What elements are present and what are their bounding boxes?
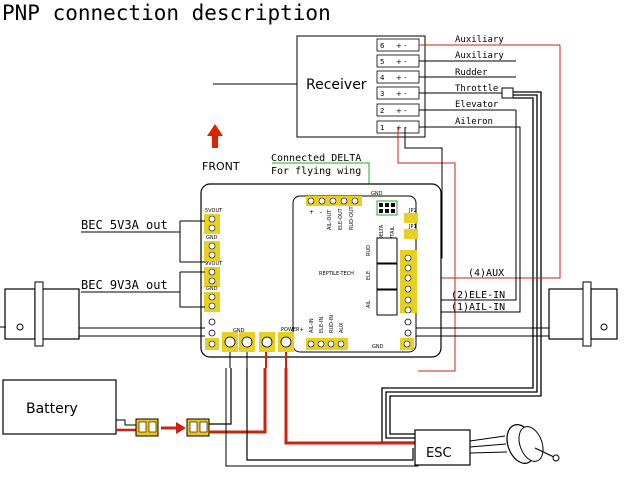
svg-text:JP1: JP1: [408, 224, 417, 230]
input-label-ele: (2)ELE-IN: [451, 290, 505, 301]
svg-text:GND: GND: [206, 286, 218, 292]
svg-text:2: 2: [380, 107, 384, 115]
svg-text:+ -: + -: [396, 74, 407, 82]
svg-text:+ -: + -: [396, 107, 407, 115]
board-connector-icon: [186, 418, 210, 437]
battery-connector-icon: [135, 418, 159, 437]
right-input-pads: GND: [372, 250, 417, 350]
label-aileron: Aileron: [455, 117, 493, 127]
esc-label: ESC: [426, 446, 452, 461]
svg-text:RUD-OUT: RUD-OUT: [349, 205, 355, 230]
reptile-tech-label: REPTILE-TECH: [319, 271, 354, 277]
svg-text:5VOUT: 5VOUT: [205, 208, 223, 214]
svg-text:AIL-OUT: AIL-OUT: [327, 209, 333, 230]
input-label-ail: (1)AIL-IN: [451, 302, 505, 313]
svg-text:9VOUT: 9VOUT: [205, 261, 223, 267]
receiver-channel-6: 6 + -: [376, 38, 420, 52]
svg-text:+ -: + -: [396, 42, 407, 50]
bec-9v-label: BEC 9V3A out: [81, 278, 168, 292]
svg-text:AUX: AUX: [339, 322, 345, 333]
receiver-channel-4: 4 + -: [376, 70, 420, 84]
receiver-channel-5: 5 + -: [376, 54, 420, 68]
svg-text:JP2: JP2: [408, 208, 417, 214]
svg-text:4: 4: [380, 74, 385, 82]
power-pads: GND POWER+: [222, 327, 304, 352]
gyro-ail: AIL: [366, 289, 398, 316]
bec-5v-label: BEC 5V3A out: [81, 218, 168, 232]
battery: Battery: [2, 379, 117, 435]
receiver-channel-3: 3 + -: [376, 86, 420, 100]
throttle-plug: [501, 87, 514, 99]
label-auxiliary-6: Auxiliary: [455, 35, 504, 45]
gyro-rud: RUD: [366, 237, 398, 264]
left-pads: 5VOUT GND 9VOUT GND: [204, 208, 223, 350]
left-servo-icon: [0, 281, 80, 347]
svg-text:ELE-OUT: ELE-OUT: [338, 207, 344, 230]
label-elevator: Elevator: [455, 100, 499, 110]
bottom-input-header: AIL-IN ELE-IN RUD-IN AUX: [306, 315, 348, 350]
svg-text:GND: GND: [206, 235, 218, 241]
receiver: Receiver 6 + - 5 + - 4 + - 3 + - 2 + -: [296, 35, 426, 138]
svg-text:6: 6: [380, 42, 385, 50]
motor-icon: [506, 424, 560, 464]
svg-text:DELTA: DELTA: [379, 224, 385, 240]
esc: ESC: [414, 429, 471, 466]
svg-text:RUD-IN: RUD-IN: [329, 315, 335, 333]
svg-text:POWER+: POWER+: [281, 327, 304, 333]
svg-text:-: -: [320, 209, 322, 216]
svg-text:GND: GND: [372, 344, 384, 350]
battery-label: Battery: [26, 401, 78, 417]
front-arrow-icon: [207, 124, 223, 148]
delta-note-line1: Connected DELTA: [271, 153, 361, 164]
channel-wires: [419, 44, 560, 128]
svg-text:GND: GND: [371, 191, 383, 197]
delta-note-line2: For flying wing: [271, 166, 361, 177]
top-header-pads: + - AIL-OUT ELE-OUT RUD-OUT GND: [306, 191, 383, 230]
svg-text:AIL: AIL: [366, 300, 372, 308]
svg-text:VTAIL: VTAIL: [390, 226, 396, 240]
red-arrow-icon: [161, 422, 186, 434]
svg-text:RUD: RUD: [366, 245, 372, 256]
label-auxiliary-5: Auxiliary: [455, 51, 504, 61]
input-label-aux: (4)AUX: [468, 268, 504, 279]
svg-text:+ -: + -: [396, 124, 407, 132]
label-rudder: Rudder: [455, 68, 488, 78]
svg-text:+ -: + -: [396, 58, 407, 66]
delta-jumper: DELTA VTAIL: [376, 200, 398, 240]
jumper-pads: JP2 JP1: [404, 208, 418, 239]
svg-text:ELE-IN: ELE-IN: [319, 317, 325, 333]
svg-text:5: 5: [380, 58, 384, 66]
svg-text:+ -: + -: [396, 90, 407, 98]
front-label: FRONT: [202, 160, 240, 173]
right-servo-icon: [548, 281, 618, 347]
svg-text:1: 1: [380, 124, 384, 132]
receiver-label: Receiver: [306, 77, 367, 93]
svg-text:+: +: [309, 209, 314, 216]
svg-text:AIL-IN: AIL-IN: [309, 318, 315, 333]
svg-text:ELE: ELE: [366, 271, 372, 280]
flight-board: 5VOUT GND 9VOUT GND: [200, 183, 442, 358]
svg-text:GND: GND: [233, 328, 245, 334]
gyro-ele: ELE: [366, 263, 398, 290]
svg-text:3: 3: [380, 90, 384, 98]
receiver-channel-2: 2 + -: [376, 103, 420, 117]
diagram-title: PNP connection description: [2, 1, 331, 25]
label-throttle: Throttle: [455, 84, 498, 94]
